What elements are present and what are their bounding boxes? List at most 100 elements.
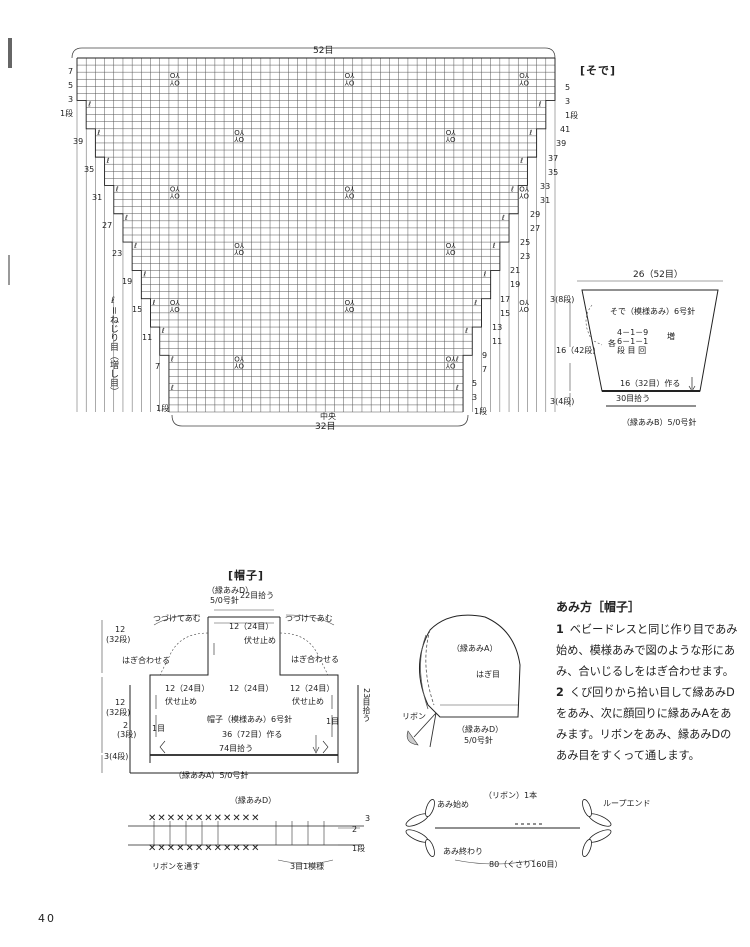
left-row-label: 5 xyxy=(68,81,74,90)
bonnet-ribbon: リボン xyxy=(402,712,426,721)
hat-cast-on: 36（72目）作る xyxy=(222,730,283,739)
hat-edging-label: （縁あみA）5/0号針 xyxy=(174,771,249,780)
ribbon-loop-end: ループエンド xyxy=(603,799,651,808)
svg-text:ℓ: ℓ xyxy=(124,214,128,222)
right-row-label: 5 xyxy=(472,379,478,389)
right-row-label: 11 xyxy=(492,336,503,346)
sleeve-bottom-height: 3(4段) xyxy=(550,397,575,406)
increase-note-2: 6－1－1 xyxy=(617,337,649,346)
svg-text:O⅄: O⅄ xyxy=(345,299,356,307)
hat-mid-center: 12（24目） xyxy=(229,684,274,693)
svg-text:ℓ: ℓ xyxy=(142,270,146,278)
right-row-label: 29 xyxy=(530,209,541,219)
grid-lines xyxy=(76,57,556,413)
right-row-label: 21 xyxy=(510,266,521,276)
increase-word: 増 xyxy=(667,332,675,341)
left-row-label: 31 xyxy=(92,193,103,202)
svg-text:O⅄: O⅄ xyxy=(345,72,356,80)
svg-text:ℓ: ℓ xyxy=(519,157,523,165)
bonnet-join: はぎ目 xyxy=(476,670,500,679)
left-row-label: 1段 xyxy=(156,404,170,413)
sleeve-body-label: そで（模様あみ）6号針 xyxy=(610,307,696,316)
hat-stop-right: 伏せ止め xyxy=(292,697,324,706)
hat-join-left: はぎ合わせる xyxy=(122,656,170,665)
svg-text:O⅄: O⅄ xyxy=(519,186,530,194)
svg-text:⅄O: ⅄O xyxy=(345,193,355,201)
hat-left-h2: 12 xyxy=(115,698,126,707)
svg-text:O⅄: O⅄ xyxy=(345,186,356,194)
svg-text:O⅄: O⅄ xyxy=(446,242,457,250)
hat-join-right: はぎ合わせる xyxy=(291,655,339,664)
svg-text:⅄O: ⅄O xyxy=(446,363,456,371)
svg-text:⅄O: ⅄O xyxy=(446,136,456,144)
right-row-label: 33 xyxy=(540,181,551,191)
right-row-label: 37 xyxy=(548,153,559,163)
bottom-brace xyxy=(171,414,469,427)
right-row-label: 41 xyxy=(560,125,571,135)
right-row-label: 25 xyxy=(520,238,531,248)
right-row-label: 5 xyxy=(565,83,571,92)
edging-d-row2: 2 xyxy=(352,825,358,834)
edging-d-stitches-bottom: ✕✕✕✕✕✕✕✕✕✕✕✕ xyxy=(148,843,261,854)
grid-outline xyxy=(76,57,556,412)
sleeve-bottom-count: 32目 xyxy=(312,422,339,432)
svg-text:⅄O: ⅄O xyxy=(519,306,529,314)
edging-d-row3: 3 xyxy=(365,814,371,823)
right-row-label: 15 xyxy=(500,308,511,318)
ribbon-end: あみ終わり xyxy=(443,847,483,856)
right-row-label: 3 xyxy=(472,393,478,403)
svg-text:ℓ: ℓ xyxy=(96,129,100,137)
left-row-label: 35 xyxy=(84,165,95,174)
hat-picked-up: 74目拾う xyxy=(217,744,256,753)
hat-left-h1b: (32段) xyxy=(106,635,131,644)
hat-mid-left: 12（24目） xyxy=(165,684,210,693)
sleeve-top-count: 52目 xyxy=(310,46,337,56)
edging-d-repeat: 3目1模様 xyxy=(290,862,325,871)
hat-left-edge: 2 xyxy=(123,721,129,730)
svg-text:⅄O: ⅄O xyxy=(519,79,529,87)
step-text: ベビードレスと同じ作り目であみ始め、模様あみで図のような形にあみ、合いじるしをは… xyxy=(556,623,738,678)
hat-left-h3: 3(4段) xyxy=(104,752,129,761)
svg-text:ℓ: ℓ xyxy=(510,186,514,194)
hat-title: [帽子] xyxy=(228,569,265,582)
right-row-label: 1段 xyxy=(474,407,488,417)
sleeve-bottom-width: 16（32目）作る xyxy=(620,379,681,388)
bonnet-svg xyxy=(406,614,521,748)
ribbon-title: （リボン）1本 xyxy=(484,791,538,800)
right-row-label: 27 xyxy=(530,224,541,233)
right-row-label: 1段 xyxy=(565,111,579,121)
hat-left-edge-b: (3段) xyxy=(117,730,137,739)
hat-left-h2b: (32段) xyxy=(106,708,131,717)
page-edge-mark xyxy=(8,38,12,68)
svg-text:ℓ: ℓ xyxy=(528,129,532,137)
right-row-label: 9 xyxy=(482,350,488,360)
svg-text:ℓ: ℓ xyxy=(455,355,459,363)
edging-d-row1: 1段 xyxy=(352,844,366,853)
svg-text:⅄O: ⅄O xyxy=(234,363,244,371)
hat-body-label: 帽子（模様あみ）6号針 xyxy=(207,715,293,724)
svg-text:ℓ: ℓ xyxy=(170,355,174,363)
edging-d-svg xyxy=(128,821,364,864)
svg-text:⅄O: ⅄O xyxy=(234,136,244,144)
right-row-label: 7 xyxy=(482,365,488,374)
svg-text:O⅄: O⅄ xyxy=(519,72,530,80)
sleeve-center-label: 中央 xyxy=(320,412,336,421)
step-number: 2 xyxy=(556,686,564,699)
sleeve-edging-label: （縁あみB）5/0号針 xyxy=(622,418,697,427)
hat-row-1-left: 1目 xyxy=(152,724,166,733)
left-row-label: 7 xyxy=(68,67,74,76)
hat-mid-right: 12（24目） xyxy=(290,684,335,693)
svg-text:⅄O: ⅄O xyxy=(234,249,244,257)
svg-text:ℓ: ℓ xyxy=(473,299,477,307)
sleeve-picked-up: 30目拾う xyxy=(616,394,651,403)
svg-text:ℓ: ℓ xyxy=(482,270,486,278)
svg-text:O⅄: O⅄ xyxy=(234,355,245,363)
hat-top-hook: 5/0号針 xyxy=(210,596,239,605)
right-row-label: 23 xyxy=(520,252,531,262)
increase-note-3: 段 目 回 xyxy=(617,346,647,355)
bonnet-hook: 5/0号針 xyxy=(464,736,493,745)
svg-text:O⅄: O⅄ xyxy=(446,355,457,363)
